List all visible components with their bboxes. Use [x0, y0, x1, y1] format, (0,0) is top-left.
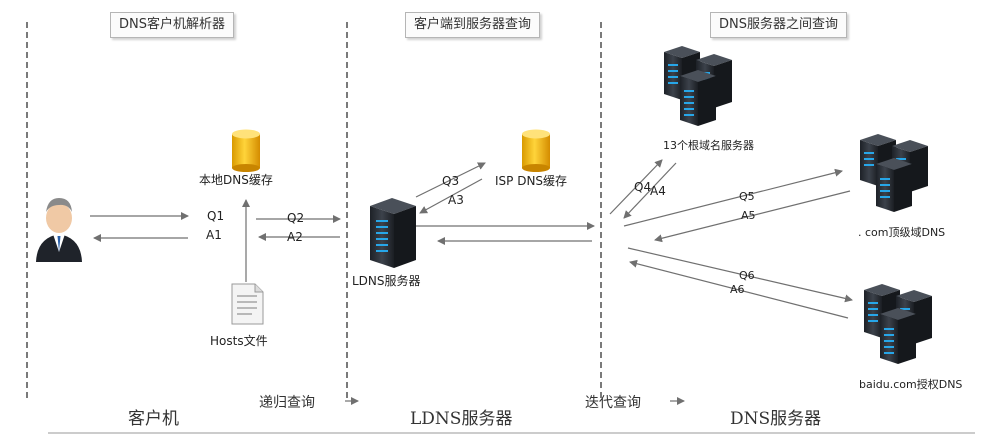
- label-a5: A5: [741, 209, 756, 222]
- arrow-a5: [654, 190, 851, 243]
- root-servers-label: 13个根域名服务器: [663, 139, 754, 152]
- tld-server-label: . com顶级域DNS: [858, 226, 946, 239]
- arrow-a4: [623, 162, 677, 219]
- auth-server-label: baidu.com授权DNS: [859, 378, 963, 391]
- isp-cache-label: ISP DNS缓存: [495, 174, 568, 188]
- label-a6: A6: [730, 283, 745, 296]
- user-icon: [36, 198, 82, 262]
- hosts-file-label: Hosts文件: [210, 334, 268, 348]
- auth-servers-icon: [864, 284, 932, 364]
- local-cache-icon: [232, 129, 260, 172]
- arrow-a3: [419, 178, 483, 214]
- label-q6: Q6: [739, 269, 755, 282]
- arrow-q3: [415, 162, 486, 198]
- label-a3: A3: [448, 193, 464, 207]
- local-cache-label: 本地DNS缓存: [199, 173, 273, 187]
- label-q4: Q4: [634, 180, 652, 194]
- label-a2: A2: [287, 230, 303, 244]
- footer-dns: DNS服务器: [730, 409, 822, 429]
- arrow-a6: [629, 259, 849, 319]
- root-servers-icon: [664, 46, 732, 126]
- arrow-q4: [609, 159, 663, 215]
- label-q2: Q2: [287, 211, 305, 225]
- ldns-server-icon: [370, 198, 416, 268]
- label-q1: Q1: [207, 209, 225, 223]
- section-title-between-servers: DNS服务器之间查询: [710, 12, 847, 38]
- section-title-client-resolver: DNS客户机解析器: [110, 12, 234, 38]
- arrow-q5: [623, 168, 843, 227]
- footer-ldns: LDNS服务器: [410, 409, 513, 429]
- footer-client: 客户机: [128, 409, 179, 429]
- label-a4: A4: [650, 184, 666, 198]
- arrow-q6: [627, 247, 853, 303]
- recursive-query-label: 递归查询: [259, 395, 315, 411]
- file-icon: [231, 283, 264, 325]
- isp-cache-icon: [522, 129, 550, 172]
- section-title-client-to-server: 客户端到服务器查询: [405, 12, 541, 38]
- tld-servers-icon: [860, 134, 928, 212]
- label-a1: A1: [206, 228, 222, 242]
- iterative-query-label: 迭代查询: [585, 395, 641, 411]
- ldns-server-label: LDNS服务器: [352, 274, 421, 288]
- label-q3: Q3: [442, 174, 460, 188]
- label-q5: Q5: [739, 190, 755, 203]
